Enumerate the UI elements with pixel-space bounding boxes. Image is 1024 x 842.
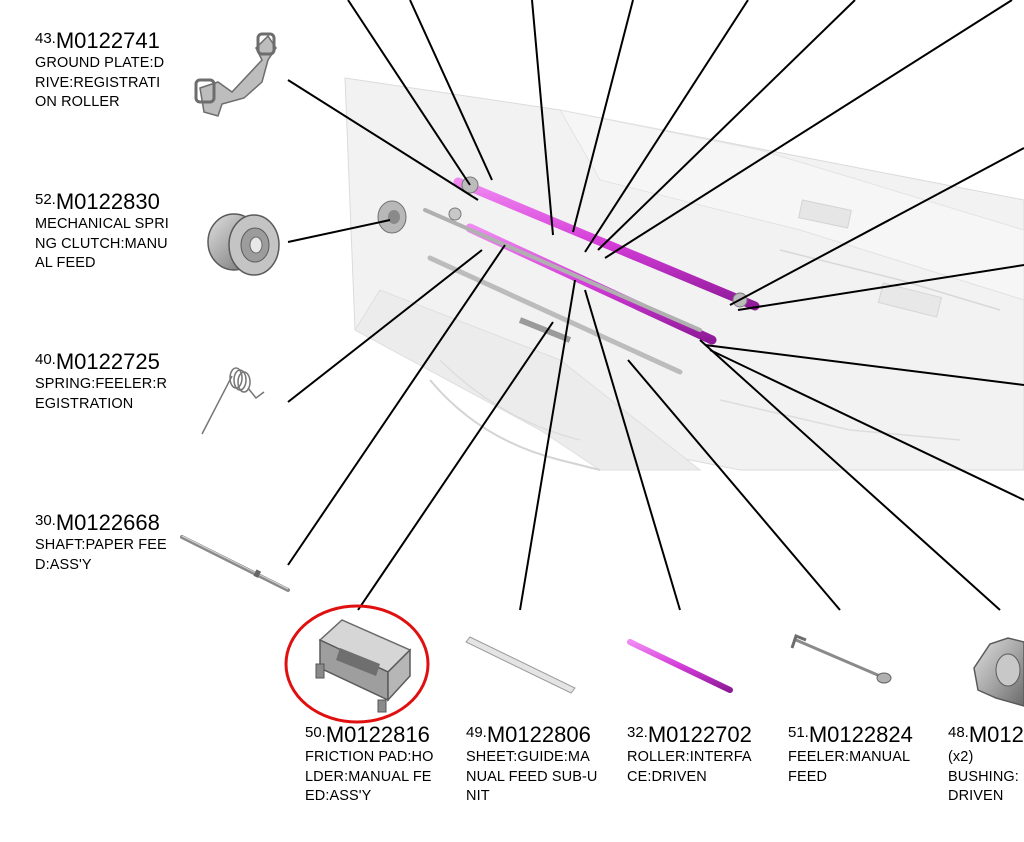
part-label-49: 49.M0122806 SHEET:GUIDE:MA NUAL FEED SUB… [466,723,597,807]
part-description: ROLLER:INTERFA CE:DRIVEN [627,749,752,785]
part-index: 40. [35,351,56,368]
part-number: M0122824 [808,722,913,747]
part-label-52: 52.M0122830 MECHANICAL SPRI NG CLUTCH:MA… [35,190,169,274]
part-label-51: 51.M0122824 FEELER:MANUAL FEED [788,723,913,787]
feeler-spring-part-image [201,367,265,435]
part-index: 51. [788,724,809,741]
part-number: M0122816 [325,722,430,747]
part-label-50: 50.M0122816 FRICTION PAD:HO LDER:MANUAL … [305,723,434,807]
part-number: M0122725 [55,349,160,374]
part-description: GROUND PLATE:D RIVE:REGISTRATI ON ROLLER [35,55,165,110]
guide-sheet-part-image [465,636,576,694]
assembled-rollers [377,176,760,375]
ground-plate-part-image [194,32,277,117]
manual-feed-feeler-part-image [790,634,892,684]
part-label-32: 32.M0122702 ROLLER:INTERFA CE:DRIVEN [627,723,752,787]
part-index: 52. [35,191,56,208]
part-index: 48. [948,724,969,741]
friction-pad-part-image [315,619,412,713]
part-description: FRICTION PAD:HO LDER:MANUAL FE ED:ASS'Y [305,749,434,804]
part-label-30: 30.M0122668 SHAFT:PAPER FEE D:ASS'Y [35,511,167,575]
part-number: M012 [968,723,1024,747]
part-number: M0122668 [55,510,160,535]
part-label-40: 40.M0122725 SPRING:FEELER:R EGISTRATION [35,350,167,414]
part-number: M0122702 [647,722,752,747]
interface-roller-part-image [627,639,733,693]
part-description: MECHANICAL SPRI NG CLUTCH:MANU AL FEED [35,216,169,271]
part-index: 30. [35,512,56,529]
part-label-43: 43.M0122741 GROUND PLATE:D RIVE:REGISTRA… [35,29,164,113]
spring-clutch-part-image [207,213,280,276]
part-description: SHAFT:PAPER FEE D:ASS'Y [35,537,167,573]
bushing-part-image [973,637,1024,707]
part-number: M0122741 [55,28,160,53]
part-description: (x2) BUSHING: DRIVEN [948,749,1019,804]
part-description: SPRING:FEELER:R EGISTRATION [35,376,168,412]
part-description: SHEET:GUIDE:MA NUAL FEED SUB-U NIT [466,749,598,804]
part-description: FEELER:MANUAL FEED [788,749,911,785]
part-number: M0122830 [55,189,160,214]
highlight-circle [284,604,430,724]
leader-lines [287,0,1024,611]
part-index: 50. [305,724,326,741]
paper-feed-shaft-part-image [180,535,290,592]
part-index: 43. [35,30,56,47]
part-label-48: 48.M012 (x2) BUSHING: DRIVEN [948,723,1024,807]
part-number: M0122806 [486,722,591,747]
part-index: 32. [627,724,648,741]
part-index: 49. [466,724,487,741]
